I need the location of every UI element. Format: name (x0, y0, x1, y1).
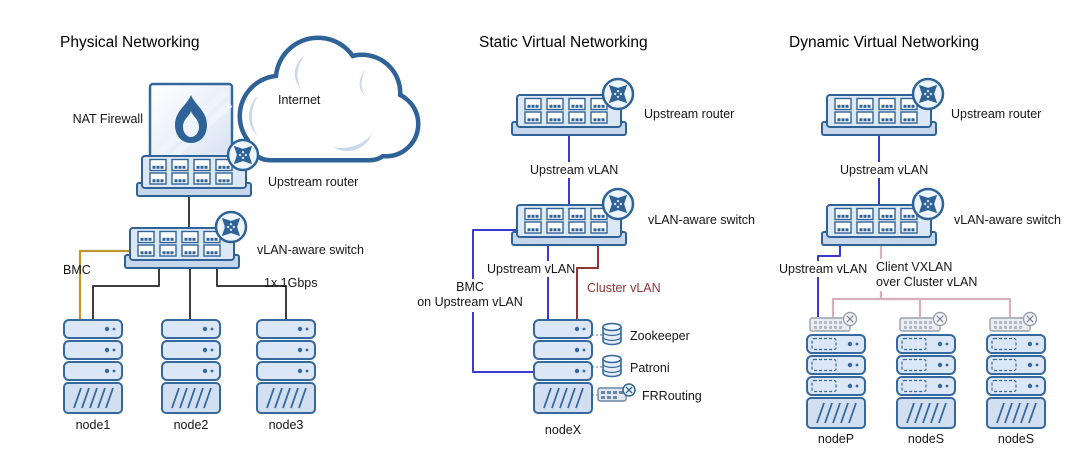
bmc-label: BMC (63, 263, 91, 277)
section-physical: Physical Networking Internet NAT Firewal… (60, 34, 421, 432)
upstream-vlan-top-label: Upstream vLAN (840, 163, 928, 177)
section-dynamic-virtual: Dynamic Virtual Networking Upstream rout… (776, 34, 1061, 446)
upstream-router-label: Upstream router (268, 175, 358, 189)
label-backing (414, 279, 528, 312)
vlan-switch-router-icon (603, 189, 633, 219)
section-title-static: Static Virtual Networking (479, 34, 648, 51)
upstream-router-icon (913, 79, 943, 109)
zookeeper-db-icon (602, 322, 622, 346)
nodes1-label: nodeS (908, 432, 944, 446)
link-vxlan-nodep (831, 297, 881, 317)
server-nodes1 (897, 335, 955, 428)
internet-cloud-icon (237, 35, 421, 163)
link-switch-node3 (216, 268, 287, 320)
server-nodes2 (987, 335, 1045, 428)
upstream-router-icon (228, 140, 258, 170)
cluster-vlan-label: Cluster vLAN (587, 281, 661, 295)
upstream-router-icon (603, 79, 633, 109)
nodep-label: nodeP (818, 432, 854, 446)
nodes2-label: nodeS (998, 432, 1034, 446)
server-node1 (63, 319, 123, 414)
vxlan-label-line1: Client VXLAN (876, 260, 952, 274)
label-backing (776, 261, 864, 277)
zookeeper-label: Zookeeper (630, 329, 690, 343)
frrouting-label: FRRouting (642, 389, 702, 403)
upstream-vlan-label: Upstream vLAN (779, 262, 867, 276)
server-nodex (533, 319, 593, 414)
bmc-label-line2: on Upstream vLAN (417, 295, 523, 309)
upstream-vlan-label: Upstream vLAN (487, 262, 575, 276)
patroni-label: Patroni (630, 361, 670, 375)
server-node2 (161, 319, 221, 414)
bandwidth-label: 1x 1Gbps (264, 276, 318, 290)
node3-label: node3 (269, 418, 304, 432)
virtual-switch-icon-nodes2 (989, 311, 1038, 332)
node2-label: node2 (174, 418, 209, 432)
bmc-label-line1: BMC (456, 280, 484, 294)
upstream-vlan-top-label: Upstream vLAN (530, 163, 618, 177)
link-vxlan-nodes1 (881, 297, 922, 317)
patroni-db-icon (602, 354, 622, 378)
vlan-switch-router-icon (216, 212, 246, 242)
section-title-physical: Physical Networking (60, 34, 200, 51)
label-backing (483, 261, 571, 277)
link-cluster-vlan (576, 245, 599, 320)
server-nodep (807, 335, 865, 428)
link-switch-node1 (92, 268, 160, 320)
vlan-switch-label: vLAN-aware switch (954, 213, 1061, 227)
section-title-dynamic: Dynamic Virtual Networking (789, 34, 979, 51)
vlan-switch-router-icon (913, 189, 943, 219)
upstream-router-label: Upstream router (951, 107, 1041, 121)
nodex-label: nodeX (545, 423, 582, 437)
link-bmc (78, 249, 130, 320)
link-upstream-vlan (817, 245, 841, 317)
label-backing (872, 259, 976, 291)
label-backing (526, 162, 614, 178)
label-backing (836, 162, 924, 178)
physical-links (92, 196, 287, 320)
upstream-router-label: Upstream router (644, 107, 734, 121)
nat-firewall-icon (148, 82, 234, 162)
cloud-shading (249, 55, 372, 151)
service-links (592, 334, 602, 396)
link-vxlan-nodes2 (881, 297, 1012, 317)
virtual-switch-icon-nodes1 (899, 311, 948, 332)
flame-icon (175, 95, 207, 143)
vxlan-label-line2: over Cluster vLAN (876, 275, 977, 289)
section-static-virtual: Static Virtual Networking Upstream route… (414, 34, 755, 437)
frrouting-icon (597, 383, 636, 402)
nat-firewall-label: NAT Firewall (73, 112, 143, 126)
internet-label: Internet (278, 93, 321, 107)
node1-label: node1 (76, 418, 111, 432)
vlan-switch-label: vLAN-aware switch (648, 213, 755, 227)
server-node3 (256, 319, 316, 414)
vlan-switch-label: vLAN-aware switch (257, 243, 364, 257)
